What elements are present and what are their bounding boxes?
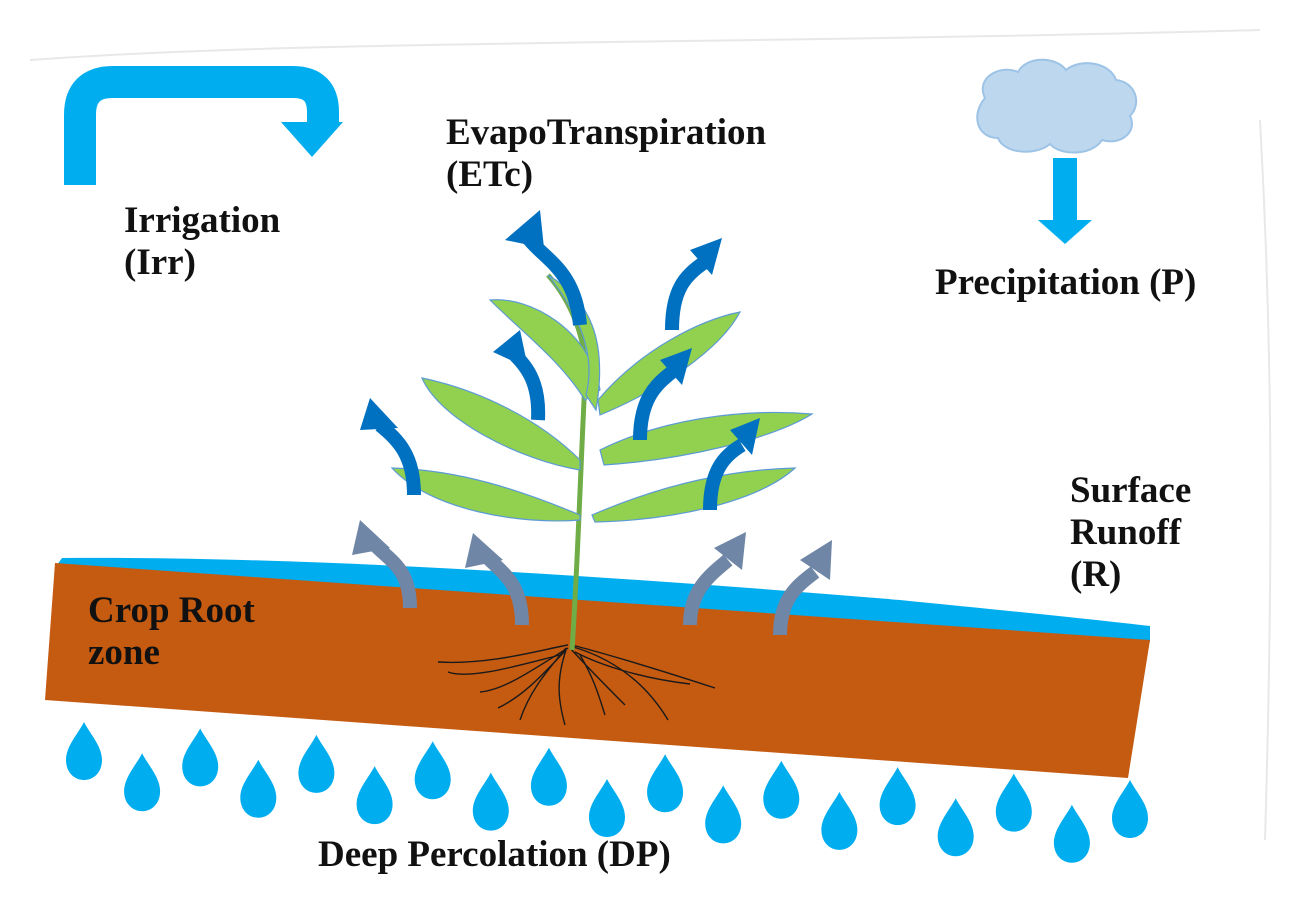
water-drop-icon — [821, 791, 858, 850]
water-drop-icon — [589, 779, 625, 837]
water-drop-icon — [995, 773, 1032, 832]
soil-evap-arrowheads — [352, 520, 832, 580]
plant-roots — [437, 644, 716, 726]
water-drop-icon — [356, 766, 393, 825]
water-drop-icon — [472, 772, 509, 831]
water-drop-icon — [414, 741, 451, 800]
background-sketch — [29, 29, 1272, 841]
et-arrow-4 — [633, 366, 677, 441]
surface-runoff-label: Surface Runoff (R) — [1070, 470, 1192, 595]
water-drop-icon — [124, 753, 161, 812]
water-drop-icon — [66, 722, 102, 780]
et-arrowheads — [360, 210, 760, 455]
water-drop-icon — [298, 734, 335, 793]
et-arrow-6 — [703, 438, 746, 511]
soil-evap-arrows — [370, 539, 820, 636]
cloud-icon — [976, 58, 1138, 154]
water-drop-icon — [937, 798, 974, 857]
water-drop-icon — [1053, 804, 1090, 863]
deep-percolation-label: Deep Percolation (DP) — [318, 834, 671, 875]
water-drop-icon — [879, 767, 916, 826]
irrigation-label: Irrigation (Irr) — [124, 200, 281, 283]
water-drop-icon — [182, 728, 219, 787]
evapotranspiration-label: EvapoTranspiration (ETc) — [446, 112, 767, 195]
precipitation-label: Precipitation (P) — [935, 262, 1197, 303]
water-drop-icon — [705, 785, 742, 844]
water-drop-icon — [530, 747, 567, 806]
et-arrow-2 — [665, 256, 709, 331]
water-drop-icon — [1112, 780, 1148, 838]
et-arrows — [375, 233, 746, 511]
soil-root-zone — [45, 563, 1150, 778]
water-drop-icon — [647, 754, 684, 813]
water-drop-icon — [240, 759, 277, 818]
water-drop-icon — [763, 760, 800, 819]
precipitation-arrow-icon — [1038, 158, 1092, 244]
irrigation-arrow-icon — [64, 66, 343, 185]
et-arrow-5 — [375, 419, 421, 496]
root-zone-label: Crop Root zone — [88, 590, 255, 673]
